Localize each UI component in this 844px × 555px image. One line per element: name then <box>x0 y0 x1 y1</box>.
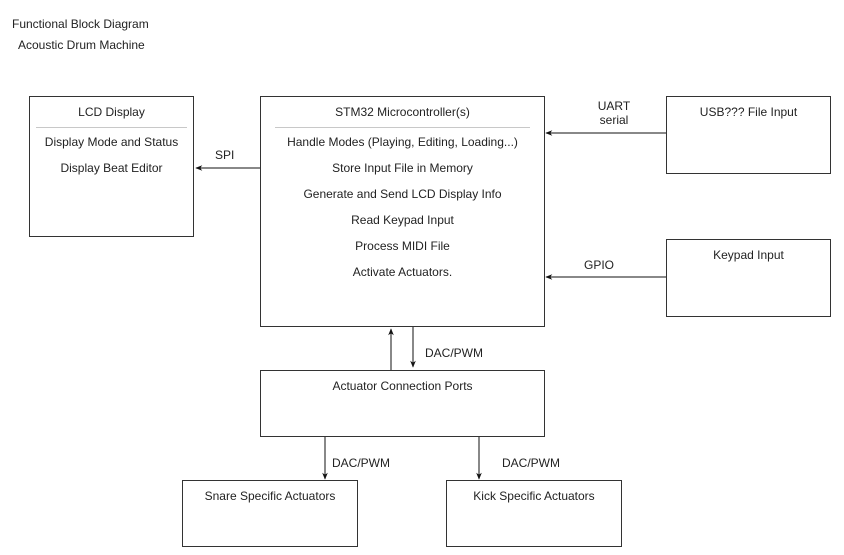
actuator-connection-ports-block[interactable]: Actuator Connection Ports <box>260 370 545 437</box>
keypad-input-block[interactable]: Keypad Input <box>666 239 831 317</box>
actuator-ports-title: Actuator Connection Ports <box>332 379 473 393</box>
uart-serial-label: serial <box>599 113 629 127</box>
lcd-display-divider <box>36 127 187 128</box>
diagram-title: Functional Block Diagram <box>12 17 149 31</box>
uart-label: UART <box>597 99 631 113</box>
stm32-microcontroller-block[interactable]: STM32 Microcontroller(s) Handle Modes (P… <box>260 96 545 327</box>
usb-file-input-title: USB??? File Input <box>699 105 798 119</box>
lcd-item: Display Beat Editor <box>60 161 163 175</box>
snare-actuators-title: Snare Specific Actuators <box>204 489 336 503</box>
usb-file-input-block[interactable]: USB??? File Input <box>666 96 831 174</box>
stm32-item: Generate and Send LCD Display Info <box>303 187 502 201</box>
stm32-item: Handle Modes (Playing, Editing, Loading.… <box>287 135 518 149</box>
lcd-item: Display Mode and Status <box>44 135 179 149</box>
spi-label: SPI <box>215 148 235 162</box>
stm32-title: STM32 Microcontroller(s) <box>335 105 470 119</box>
lcd-display-title: LCD Display <box>78 105 145 119</box>
keypad-input-title: Keypad Input <box>713 248 784 262</box>
stm32-item: Store Input File in Memory <box>332 161 473 175</box>
stm32-item: Read Keypad Input <box>351 213 454 227</box>
gpio-label: GPIO <box>584 258 615 272</box>
lcd-display-block[interactable]: LCD Display Display Mode and Status Disp… <box>29 96 194 237</box>
snare-dac-pwm-label: DAC/PWM <box>332 456 390 470</box>
kick-actuators-block[interactable]: Kick Specific Actuators <box>446 480 622 547</box>
diagram-subtitle: Acoustic Drum Machine <box>18 38 145 52</box>
kick-actuators-title: Kick Specific Actuators <box>473 489 595 503</box>
stm32-item: Process MIDI File <box>355 239 450 253</box>
stm32-divider <box>275 127 530 128</box>
kick-dac-pwm-label: DAC/PWM <box>502 456 560 470</box>
stm32-item: Activate Actuators. <box>352 265 453 279</box>
snare-actuators-block[interactable]: Snare Specific Actuators <box>182 480 358 547</box>
mcu-ports-dac-pwm-label: DAC/PWM <box>425 346 483 360</box>
